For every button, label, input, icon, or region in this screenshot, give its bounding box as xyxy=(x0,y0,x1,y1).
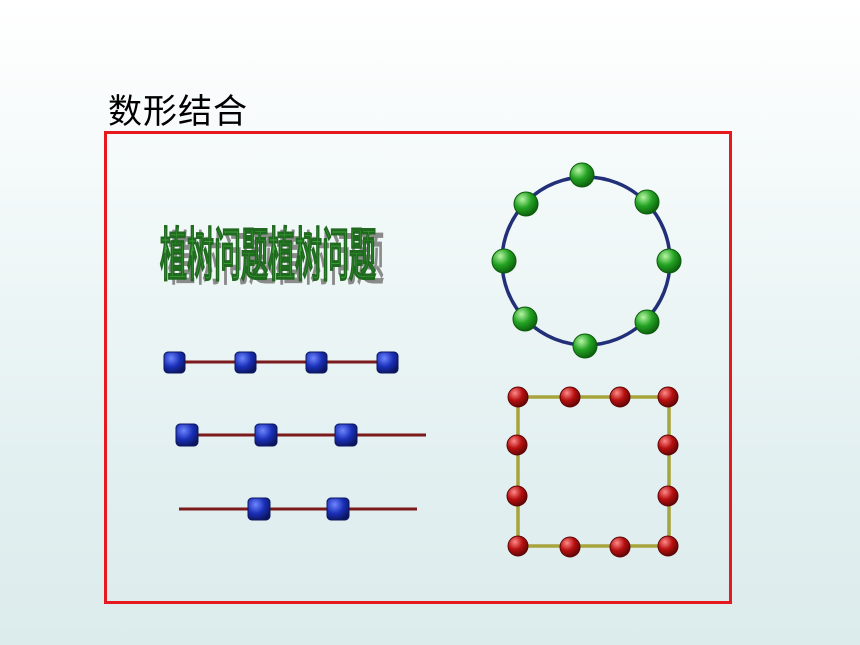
red-bead-icon xyxy=(657,485,679,507)
red-bead-icon xyxy=(657,434,679,456)
red-bead-icon xyxy=(506,485,528,507)
line-row-both-ends xyxy=(163,351,399,374)
green-bead-icon xyxy=(513,191,539,217)
circle-figure xyxy=(491,162,682,359)
blue-bead-icon xyxy=(305,351,328,374)
red-bead-icon xyxy=(657,386,679,408)
blue-bead-icon xyxy=(254,423,278,447)
line-row-no-ends xyxy=(179,497,417,521)
green-bead-icon xyxy=(634,189,660,215)
green-bead-icon xyxy=(656,248,682,274)
green-bead-icon xyxy=(572,333,598,359)
blue-bead-icon xyxy=(334,423,358,447)
line-row-one-end xyxy=(175,423,426,447)
blue-bead-icon xyxy=(234,351,257,374)
red-bead-icon xyxy=(559,536,581,558)
red-bead-icon xyxy=(506,434,528,456)
square-outline xyxy=(516,395,671,548)
red-bead-icon xyxy=(609,386,631,408)
square-figure xyxy=(506,386,679,558)
heading-text: 植树问题植树问题 xyxy=(160,223,376,289)
red-bead-icon xyxy=(609,536,631,558)
slide-title: 数形结合 xyxy=(108,92,248,132)
red-bead-icon xyxy=(657,535,679,557)
green-bead-icon xyxy=(569,162,595,188)
blue-bead-icon xyxy=(376,351,399,374)
green-bead-icon xyxy=(634,309,660,335)
heading-shadow: 植树问题植树问题 xyxy=(168,227,384,293)
green-bead-icon xyxy=(491,248,517,274)
blue-bead-icon xyxy=(326,497,350,521)
red-bead-icon xyxy=(507,535,529,557)
green-bead-icon xyxy=(512,306,538,332)
blue-bead-icon xyxy=(175,423,199,447)
blue-bead-icon xyxy=(247,497,271,521)
blue-bead-icon xyxy=(163,351,186,374)
red-bead-icon xyxy=(559,386,581,408)
red-bead-icon xyxy=(507,386,529,408)
content-frame xyxy=(104,131,732,604)
